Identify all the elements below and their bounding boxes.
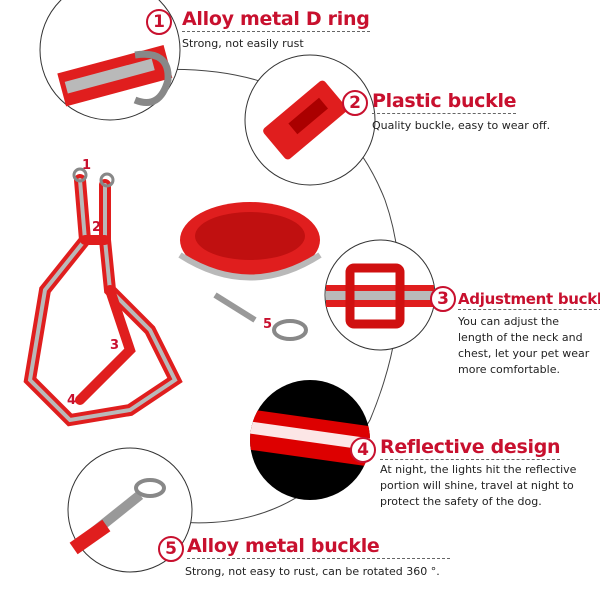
feature-number-2: 2: [342, 90, 368, 116]
desc-line: chest, let your pet wear: [458, 347, 590, 360]
detail-circle-adjustment-buckle: [324, 239, 436, 351]
feature-desc-reflective: At night, the lights hit the reflective …: [380, 462, 576, 510]
product-label-1: 1: [82, 158, 92, 173]
harness: [23, 167, 183, 427]
detail-circle-plastic-buckle: [244, 54, 376, 186]
desc-line: length of the neck and: [458, 331, 583, 344]
desc-line: protect the safety of the dog.: [380, 495, 542, 508]
feature-number-1: 1: [146, 9, 172, 35]
feature-title-plastic-buckle: Plastic buckle: [372, 90, 517, 114]
feature-title-metal-buckle: Alloy metal buckle: [187, 535, 450, 559]
desc-line: You can adjust the: [458, 315, 560, 328]
feature-desc-plastic-buckle: Quality buckle, easy to wear off.: [372, 119, 551, 132]
detail-circle-d-ring: [39, 0, 181, 121]
feature-desc-adjustment-buckle: You can adjust the length of the neck an…: [458, 314, 589, 378]
desc-line: portion will shine, travel at night to: [380, 479, 574, 492]
feature-title-d-ring: Alloy metal D ring: [182, 8, 370, 32]
feature-title-adjustment-buckle: Adjustment buckle: [458, 290, 600, 310]
feature-number-3: 3: [430, 286, 456, 312]
leash: [178, 202, 322, 341]
product-label-5: 5: [263, 317, 273, 332]
feature-number-5: 5: [158, 536, 184, 562]
desc-line: more comfortable.: [458, 363, 560, 376]
product-label-2: 2: [92, 220, 102, 235]
product-label-4: 4: [67, 393, 77, 408]
desc-line: At night, the lights hit the reflective: [380, 463, 577, 476]
feature-desc-d-ring: Strong, not easily rust: [182, 37, 304, 50]
feature-number-4: 4: [350, 437, 376, 463]
product-label-3: 3: [110, 338, 120, 353]
feature-desc-metal-buckle: Strong, not easy to rust, can be rotated…: [185, 565, 440, 578]
feature-title-reflective: Reflective design: [380, 436, 561, 460]
